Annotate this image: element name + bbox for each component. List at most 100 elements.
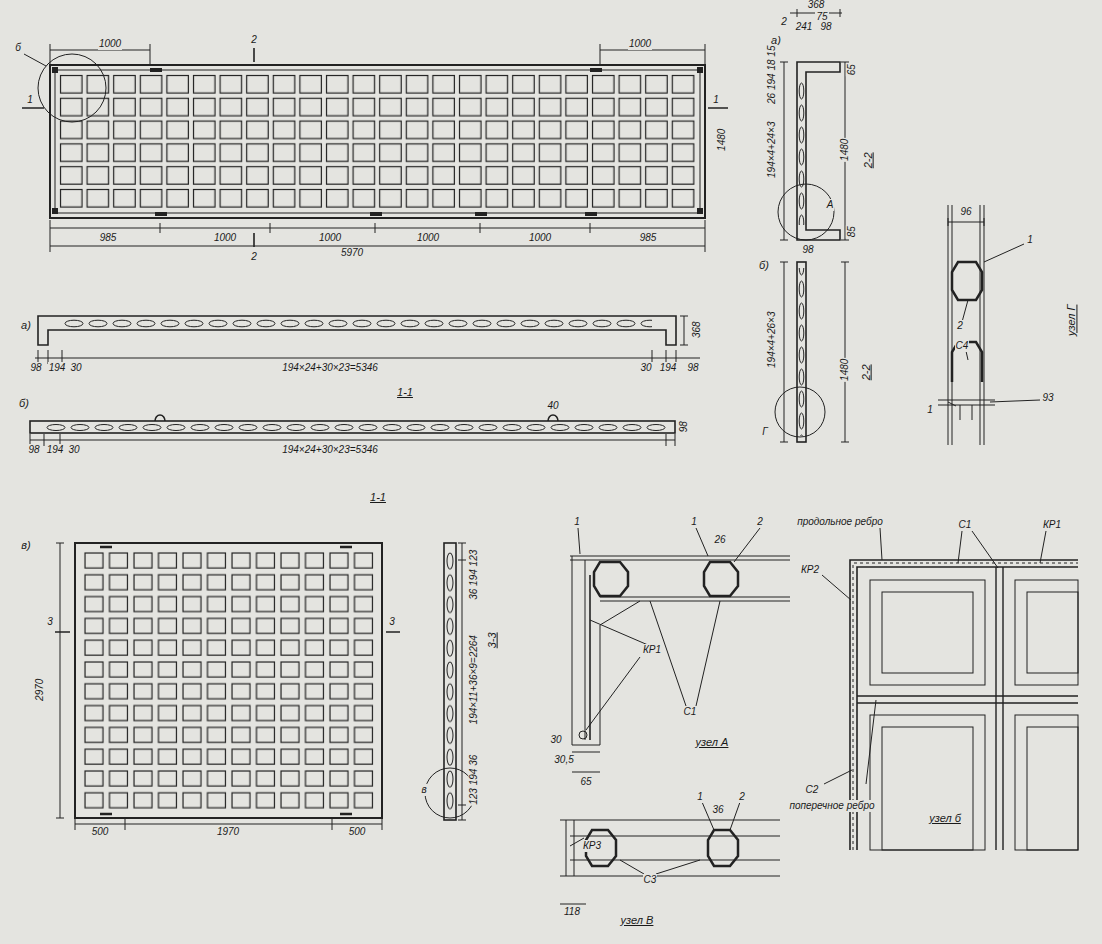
drawing-label: 1: [1026, 234, 1034, 246]
drawing-label: 1: [696, 791, 704, 803]
drawing-label: 194×11+36×9=2264: [468, 634, 480, 725]
drawing-label: 93: [1041, 392, 1054, 404]
drawing-label: 30,5: [553, 754, 574, 766]
drawing-label: 5970: [340, 247, 364, 259]
drawing-label: 2: [956, 320, 964, 332]
drawing-label: 2: [756, 516, 764, 528]
drawing-label: продольное ребро: [796, 516, 884, 528]
node-g: [938, 205, 1040, 445]
drawing-label: 1000: [213, 232, 237, 244]
drawing-label: узел А: [695, 736, 730, 749]
drawing-label: 98: [27, 444, 40, 456]
drawing-label: 2-2: [860, 363, 873, 381]
drawing-label: 368: [690, 321, 702, 340]
drawing-label: 194×24+30×23=5346: [281, 362, 379, 374]
drawing-label: С4: [955, 340, 970, 352]
drawing-label: 2: [780, 16, 788, 28]
drawing-label: в: [420, 784, 427, 796]
drawing-label: 2-2: [862, 151, 875, 169]
drawing-label: 194×4+26×3: [766, 311, 778, 369]
drawing-label: КР2: [800, 564, 820, 576]
drawing-label: 98: [801, 244, 814, 256]
drawing-label: 1-1: [396, 386, 414, 399]
section-2-2: [775, 9, 849, 442]
drawing-label: 194: [48, 362, 67, 374]
drawing-label: а): [20, 319, 32, 332]
drawing-label: 1000: [98, 38, 122, 50]
drawing-label: 98: [29, 362, 42, 374]
drawing-label: А: [826, 199, 835, 211]
drawing-label: 85: [846, 225, 858, 238]
drawing-label: КР3: [582, 840, 602, 852]
drawing-label: 118: [563, 906, 581, 918]
drawing-label: 26 194 18 15: [766, 45, 778, 105]
drawing-label: 1000: [628, 38, 652, 50]
drawing-label: б): [758, 259, 770, 272]
drawing-label: С2: [805, 784, 820, 796]
drawing-label: 30: [639, 362, 652, 374]
drawing-label: 1000: [416, 232, 440, 244]
drawing-label: 1: [926, 404, 934, 416]
drawing-label: 65: [846, 63, 858, 76]
drawing-label: поперечное ребро: [788, 800, 875, 812]
drawing-label: 30: [67, 444, 80, 456]
drawing-label: 1480: [839, 358, 851, 382]
drawing-label: КР1: [1042, 519, 1062, 531]
drawing-label: узел В: [620, 914, 655, 927]
drawing-label: 1: [690, 516, 698, 528]
drawing-label: С3: [643, 874, 658, 886]
drawing-label: С1: [958, 519, 973, 531]
drawing-label: 368: [807, 0, 826, 11]
drawing-label: 194×24+30×23=5346: [281, 444, 379, 456]
drawing-label: 123 194 36: [468, 754, 480, 806]
plan-panel: [22, 44, 728, 252]
drawing-label: 2: [738, 791, 746, 803]
drawing-label: 194×4+24×3: [766, 121, 778, 179]
drawing-label: б): [18, 397, 30, 410]
drawing-label: 3-3: [486, 631, 499, 649]
square-panel: [55, 543, 475, 830]
drawing-label: 98: [678, 420, 690, 433]
drawing-label: 985: [99, 232, 118, 244]
drawing-label: КР1: [642, 644, 662, 656]
drawing-label: 36: [711, 804, 724, 816]
drawing-label: 98: [819, 21, 832, 33]
drawing-label: 1000: [318, 232, 342, 244]
drawing-label: 98: [686, 362, 699, 374]
drawing-label: 1: [26, 94, 34, 106]
drawing-label: 500: [91, 826, 110, 838]
drawing-label: 2970: [34, 678, 46, 702]
drawing-label: С1: [683, 706, 698, 718]
drawing-label: б: [14, 42, 22, 54]
drawing-label: 194: [46, 444, 65, 456]
drawing-label: 3: [46, 616, 54, 628]
drawing-label: 65: [579, 776, 592, 788]
drawing-label: 1: [573, 516, 581, 528]
drawing-label: 30: [69, 362, 82, 374]
drawing-label: узел б: [928, 812, 962, 825]
drawing-label: 1480: [839, 138, 851, 162]
node-a: [570, 528, 790, 772]
drawing-label: 500: [348, 826, 367, 838]
drawing-label: узел Г: [1066, 303, 1079, 337]
drawing-label: 2: [250, 34, 258, 46]
drawing-label: Г: [761, 426, 768, 438]
node-v: [560, 802, 780, 904]
drawing-label: в): [20, 539, 31, 552]
drawing-label: 36 194 123: [468, 549, 480, 601]
drawing-label: 1000: [528, 232, 552, 244]
drawing-label: 30: [549, 734, 562, 746]
drawing-label: 2: [250, 251, 258, 263]
drawing-label: 96: [959, 206, 972, 218]
drawing-label: 194: [659, 362, 678, 374]
drawing-label: 1970: [216, 826, 240, 838]
drawing-label: 40: [546, 400, 559, 412]
drawing-label: 241: [795, 21, 814, 33]
section-1-1: [30, 316, 700, 446]
drawing-label: 3: [388, 616, 396, 628]
drawing-label: 26: [713, 534, 726, 546]
drawing-label: 1-1: [369, 491, 387, 504]
drawing-label: 1: [712, 94, 720, 106]
drawing-label: 985: [639, 232, 658, 244]
